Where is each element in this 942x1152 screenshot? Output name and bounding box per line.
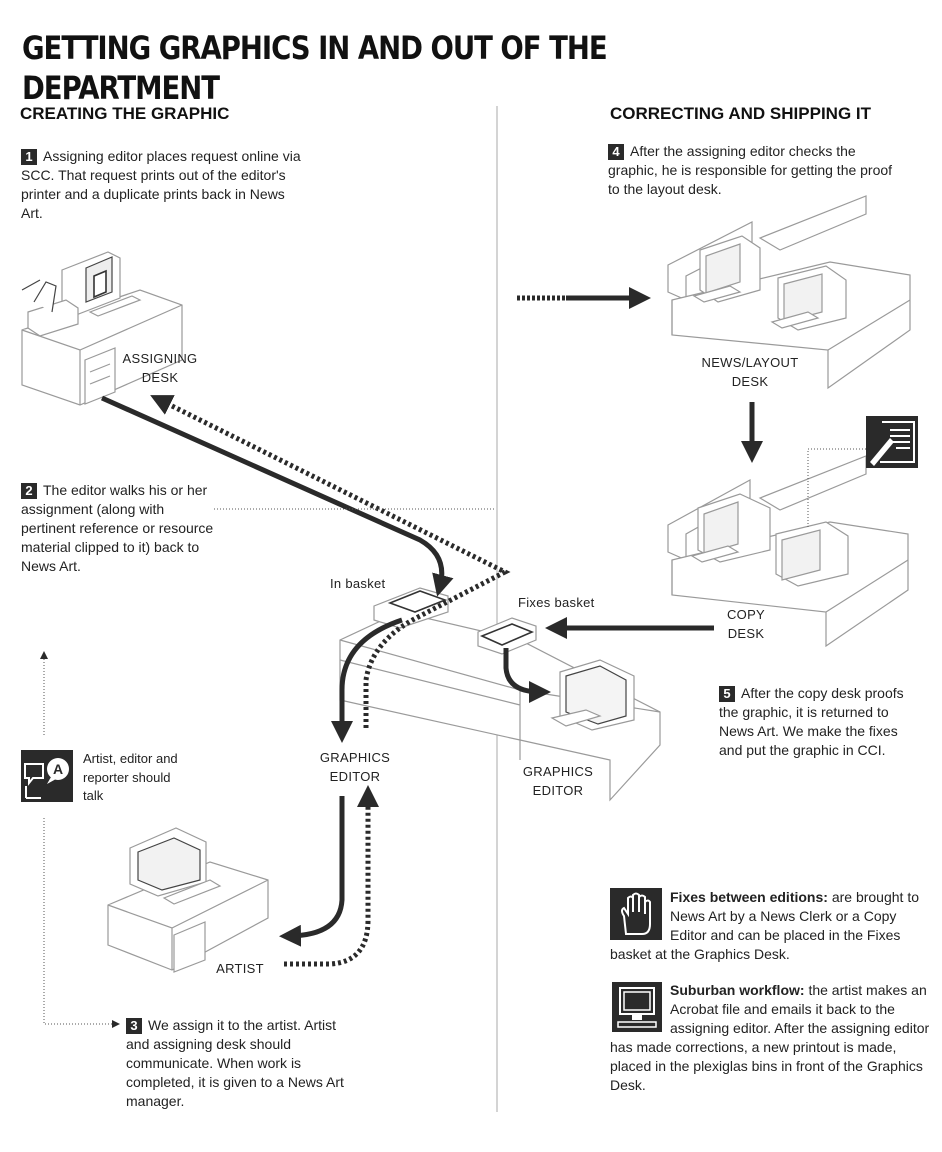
- suburban-note-text: the artist makes an Acrobat file and ema…: [610, 982, 930, 1093]
- label-in-basket: In basket: [330, 576, 386, 591]
- label-line: GRAPHICS: [522, 764, 594, 779]
- step-text: After the assigning editor checks the gr…: [608, 143, 893, 197]
- fixes-note-text: are brought to News Art by a News Clerk …: [610, 889, 919, 962]
- page-title: GETTING GRAPHICS IN AND OUT OF THE DEPAR…: [22, 29, 608, 107]
- step-text: Assigning editor places request online v…: [21, 148, 301, 221]
- section-heading-right: CORRECTING AND SHIPPING IT: [610, 104, 871, 123]
- step-text: After the copy desk proofs the graphic, …: [719, 685, 904, 758]
- suburban-note-title: Suburban workflow:: [670, 982, 805, 998]
- artist-desk-drawing: [107, 827, 269, 973]
- fixes-note-title: Fixes between editions:: [670, 889, 828, 905]
- copy-desk-drawing: [667, 455, 909, 648]
- label-line: DESK: [731, 374, 769, 389]
- news-layout-desk-drawing: [667, 195, 911, 390]
- talk-note: Artist, editor and reporter should talk: [83, 751, 178, 803]
- label-line: NEWS/LAYOUT: [701, 355, 799, 370]
- step-number: 3: [126, 1018, 142, 1034]
- step-number: 4: [608, 144, 624, 160]
- computer-icon: [612, 982, 662, 1032]
- label-fixes-basket: Fixes basket: [518, 595, 595, 610]
- label-copy-desk: COPY DESK: [706, 605, 786, 643]
- speech-bubbles-icon: A: [21, 750, 73, 802]
- arrow-fixes-to-computer: [503, 648, 551, 703]
- step-text: The editor walks his or her assignment (…: [21, 482, 214, 574]
- step-number: 2: [21, 483, 37, 499]
- leader-talk-down: [43, 818, 120, 1028]
- step-number: 5: [719, 686, 735, 702]
- arrow-editor-to-artist: [279, 796, 345, 947]
- arrow-artist-to-editor: [284, 785, 379, 967]
- label-line: COPY: [726, 607, 766, 622]
- label-line: ASSIGNING: [122, 351, 198, 366]
- label-artist: ARTIST: [216, 961, 264, 976]
- label-assigning-desk: ASSIGNING DESK: [110, 349, 210, 387]
- arrow-assigning-to-inbasket: [100, 395, 454, 597]
- assigning-desk-drawing: [21, 251, 183, 406]
- label-graphics-editor-left: GRAPHICS EDITOR: [305, 748, 405, 786]
- arrow-inbasket-to-editor: [331, 617, 403, 743]
- label-line: DESK: [727, 626, 765, 641]
- graphics-desk-drawing: [339, 587, 661, 802]
- section-heading-left: CREATING THE GRAPHIC: [20, 104, 230, 123]
- svg-text:A: A: [53, 761, 63, 777]
- label-graphics-editor-right: GRAPHICS EDITOR: [508, 762, 608, 800]
- arrow-return-to-assigning: [150, 395, 511, 728]
- suburban-note: Suburban workflow: the artist makes an A…: [610, 981, 930, 1095]
- label-line: EDITOR: [329, 769, 381, 784]
- document-pen-icon: [866, 416, 918, 468]
- label-line: GRAPHICS: [319, 750, 391, 765]
- fixes-note: Fixes between editions: are brought to N…: [610, 888, 930, 964]
- hand-icon: [610, 888, 662, 940]
- label-line: EDITOR: [532, 783, 584, 798]
- leader-proof-icon: [807, 448, 866, 528]
- step-number: 1: [21, 149, 37, 165]
- step-text: We assign it to the artist. Artist and a…: [126, 1017, 344, 1109]
- label-line: DESK: [141, 370, 179, 385]
- label-news-layout-desk: NEWS/LAYOUT DESK: [690, 353, 810, 391]
